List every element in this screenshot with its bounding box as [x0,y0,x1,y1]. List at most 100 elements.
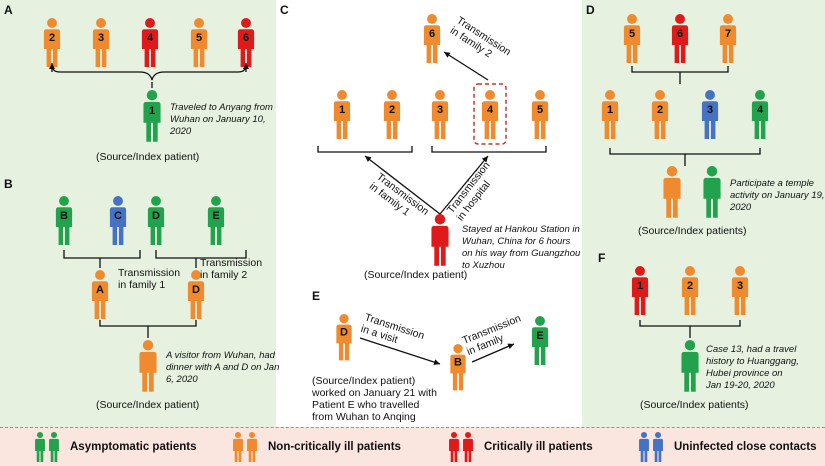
panel-b-contact-b-label: B [60,210,68,222]
panel-a-source-1-label: 1 [149,105,155,117]
panel-d-brace-middle [609,148,761,155]
panel-e-transmission-family: Transmission in family [461,311,530,358]
legend-non-critical-icon-1 [233,432,243,462]
panel-d-note: Participate a temple activity on January… [729,178,825,213]
panel-b-brace-source [99,320,197,327]
panel-c-label: C [280,3,289,17]
panel-b-case-d: D [187,270,205,320]
panel-b-transmission-2: Transmission in family 2 [200,257,265,281]
panel-f-case-2-label: 2 [687,280,693,292]
panel-a-contact-6-label: 6 [243,32,249,44]
legend-uninfected-icon-1 [639,432,649,462]
panel-d-case-6-label: 6 [677,28,683,40]
panel-d-caption: (Source/Index patients) [638,225,747,237]
panel-c-arrow-family1 [364,155,441,215]
panel-e-case-e-label: E [536,330,543,342]
panel-d-case-5-label: 5 [629,28,635,40]
panel-c-case-3: 3 [431,90,449,140]
panel-d-case-7: 7 [719,14,737,64]
panel-d-case-1: 1 [601,90,619,140]
panel-b-contact-c: C [109,196,127,246]
panel-d-case-1-label: 1 [607,104,613,116]
legend-uninfected-icon-2 [653,432,663,462]
panel-a-contact-2: 2 [43,18,61,68]
legend-asymptomatic-icon-2 [49,432,59,462]
panel-c-case-6-label: 6 [429,28,435,40]
panel-e-label: E [312,289,320,303]
panel-f-note: Case 13, had a travel history to Huangga… [705,344,802,391]
panel-f-brace [639,320,741,327]
panel-b-source [139,340,157,392]
panel-b-contact-e: E [207,196,225,246]
panel-c-case-1: 1 [333,90,351,140]
panel-f-caption: (Source/Index patients) [640,399,749,411]
panel-c-transmission-family1: Transmission in family 1 [367,171,433,229]
legend-asymptomatic-icon-1 [35,432,45,462]
panel-e-note: worked on January 21 with Patient E who … [311,387,440,423]
panel-c-hospital-highlight [473,83,507,145]
panel-f-case-1: 1 [631,266,649,316]
legend-critical-label: Critically ill patients [484,441,593,453]
panel-c-case-1-label: 1 [339,104,345,116]
panel-a-contact-5-label: 5 [196,32,202,44]
panel-f-background [582,247,825,427]
legend-bar [0,427,825,466]
panel-c-arrow-hospital [439,155,489,215]
legend-asymptomatic-label: Asymptomatic patients [70,441,197,453]
panel-c-source [431,214,449,266]
panel-d-case-3-label: 3 [707,104,713,116]
panel-c-note: Stayed at Hankou Station in Wuhan, China… [462,224,583,271]
panel-a-label: A [4,3,13,17]
panel-b-contact-e-label: E [212,210,219,222]
panel-a-contact-3-label: 3 [98,32,104,44]
panel-d-case-3: 3 [701,90,719,140]
panel-a-caption: (Source/Index patient) [96,151,199,163]
panel-d-source-a [663,166,681,218]
legend-uninfected-label: Uninfected close contacts [674,441,817,453]
panel-d-case-4: 4 [751,90,769,140]
legend-non-critical-label: Non-critically ill patients [268,441,401,453]
panel-b-caption: (Source/Index patient) [96,399,199,411]
panel-c-arrow-family2 [443,51,489,81]
panel-d-case-6: 6 [671,14,689,64]
panel-a-contact-3: 3 [92,18,110,68]
panel-a-note: Traveled to Anyang from Wuhan on January… [169,102,276,137]
panel-d-case-2: 2 [651,90,669,140]
legend-critical-icon-2 [463,432,473,462]
panel-d-background [582,0,825,247]
panel-d-case-2-label: 2 [657,104,663,116]
panel-e-case-e: E [531,316,549,366]
panel-a-brace-arrows [49,63,249,72]
panel-c-case-4-label: 4 [487,104,494,116]
panel-a-brace [51,64,247,81]
panel-e-case-b-label: B [454,357,462,369]
panel-c-case-2-label: 2 [389,104,395,116]
panel-f-label: F [598,251,605,265]
panel-c-case-2: 2 [383,90,401,140]
panel-b-brace-family2 [155,250,247,259]
panel-d-case-7-label: 7 [725,28,731,40]
panel-e-case-b: B [450,344,466,391]
panel-f-case-2: 2 [681,266,699,316]
panel-c-transmission-hospital: Transmission in hospital [445,157,504,223]
panel-c-caption: (Source/Index patient) [364,269,467,281]
panel-b-contact-d-top: D [147,196,165,246]
panel-a-background [0,0,276,171]
panel-a-contact-4-label: 4 [147,32,154,44]
panel-a-contact-5: 5 [190,18,208,68]
panel-b-contact-c-label: C [114,210,122,222]
panel-c-brace-family1 [317,146,413,153]
legend-critical-icon-1 [449,432,459,462]
panel-b-brace-family1 [63,250,141,259]
panel-c-case-5: 5 [531,90,549,140]
panel-b-background [0,171,276,427]
panel-c-case-3-label: 3 [437,104,443,116]
panel-b-case-d-label: D [192,284,200,296]
panel-c-brace-hospital [431,146,547,153]
panel-b-contact-d-top-label: D [152,210,160,222]
panel-f-case-3-label: 3 [737,280,743,292]
panel-e-background [276,283,582,427]
panel-d-case-4-label: 4 [757,104,764,116]
panel-e-arrow-visit [359,337,441,365]
panel-b-contact-b: B [55,196,73,246]
